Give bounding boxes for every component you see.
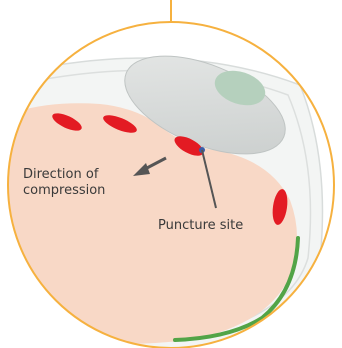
direction-label-line1: Direction of (23, 167, 105, 183)
direction-of-compression-label: Direction of compression (23, 167, 105, 199)
direction-label-line2: compression (23, 183, 105, 199)
puncture-site-label: Puncture site (158, 218, 243, 234)
